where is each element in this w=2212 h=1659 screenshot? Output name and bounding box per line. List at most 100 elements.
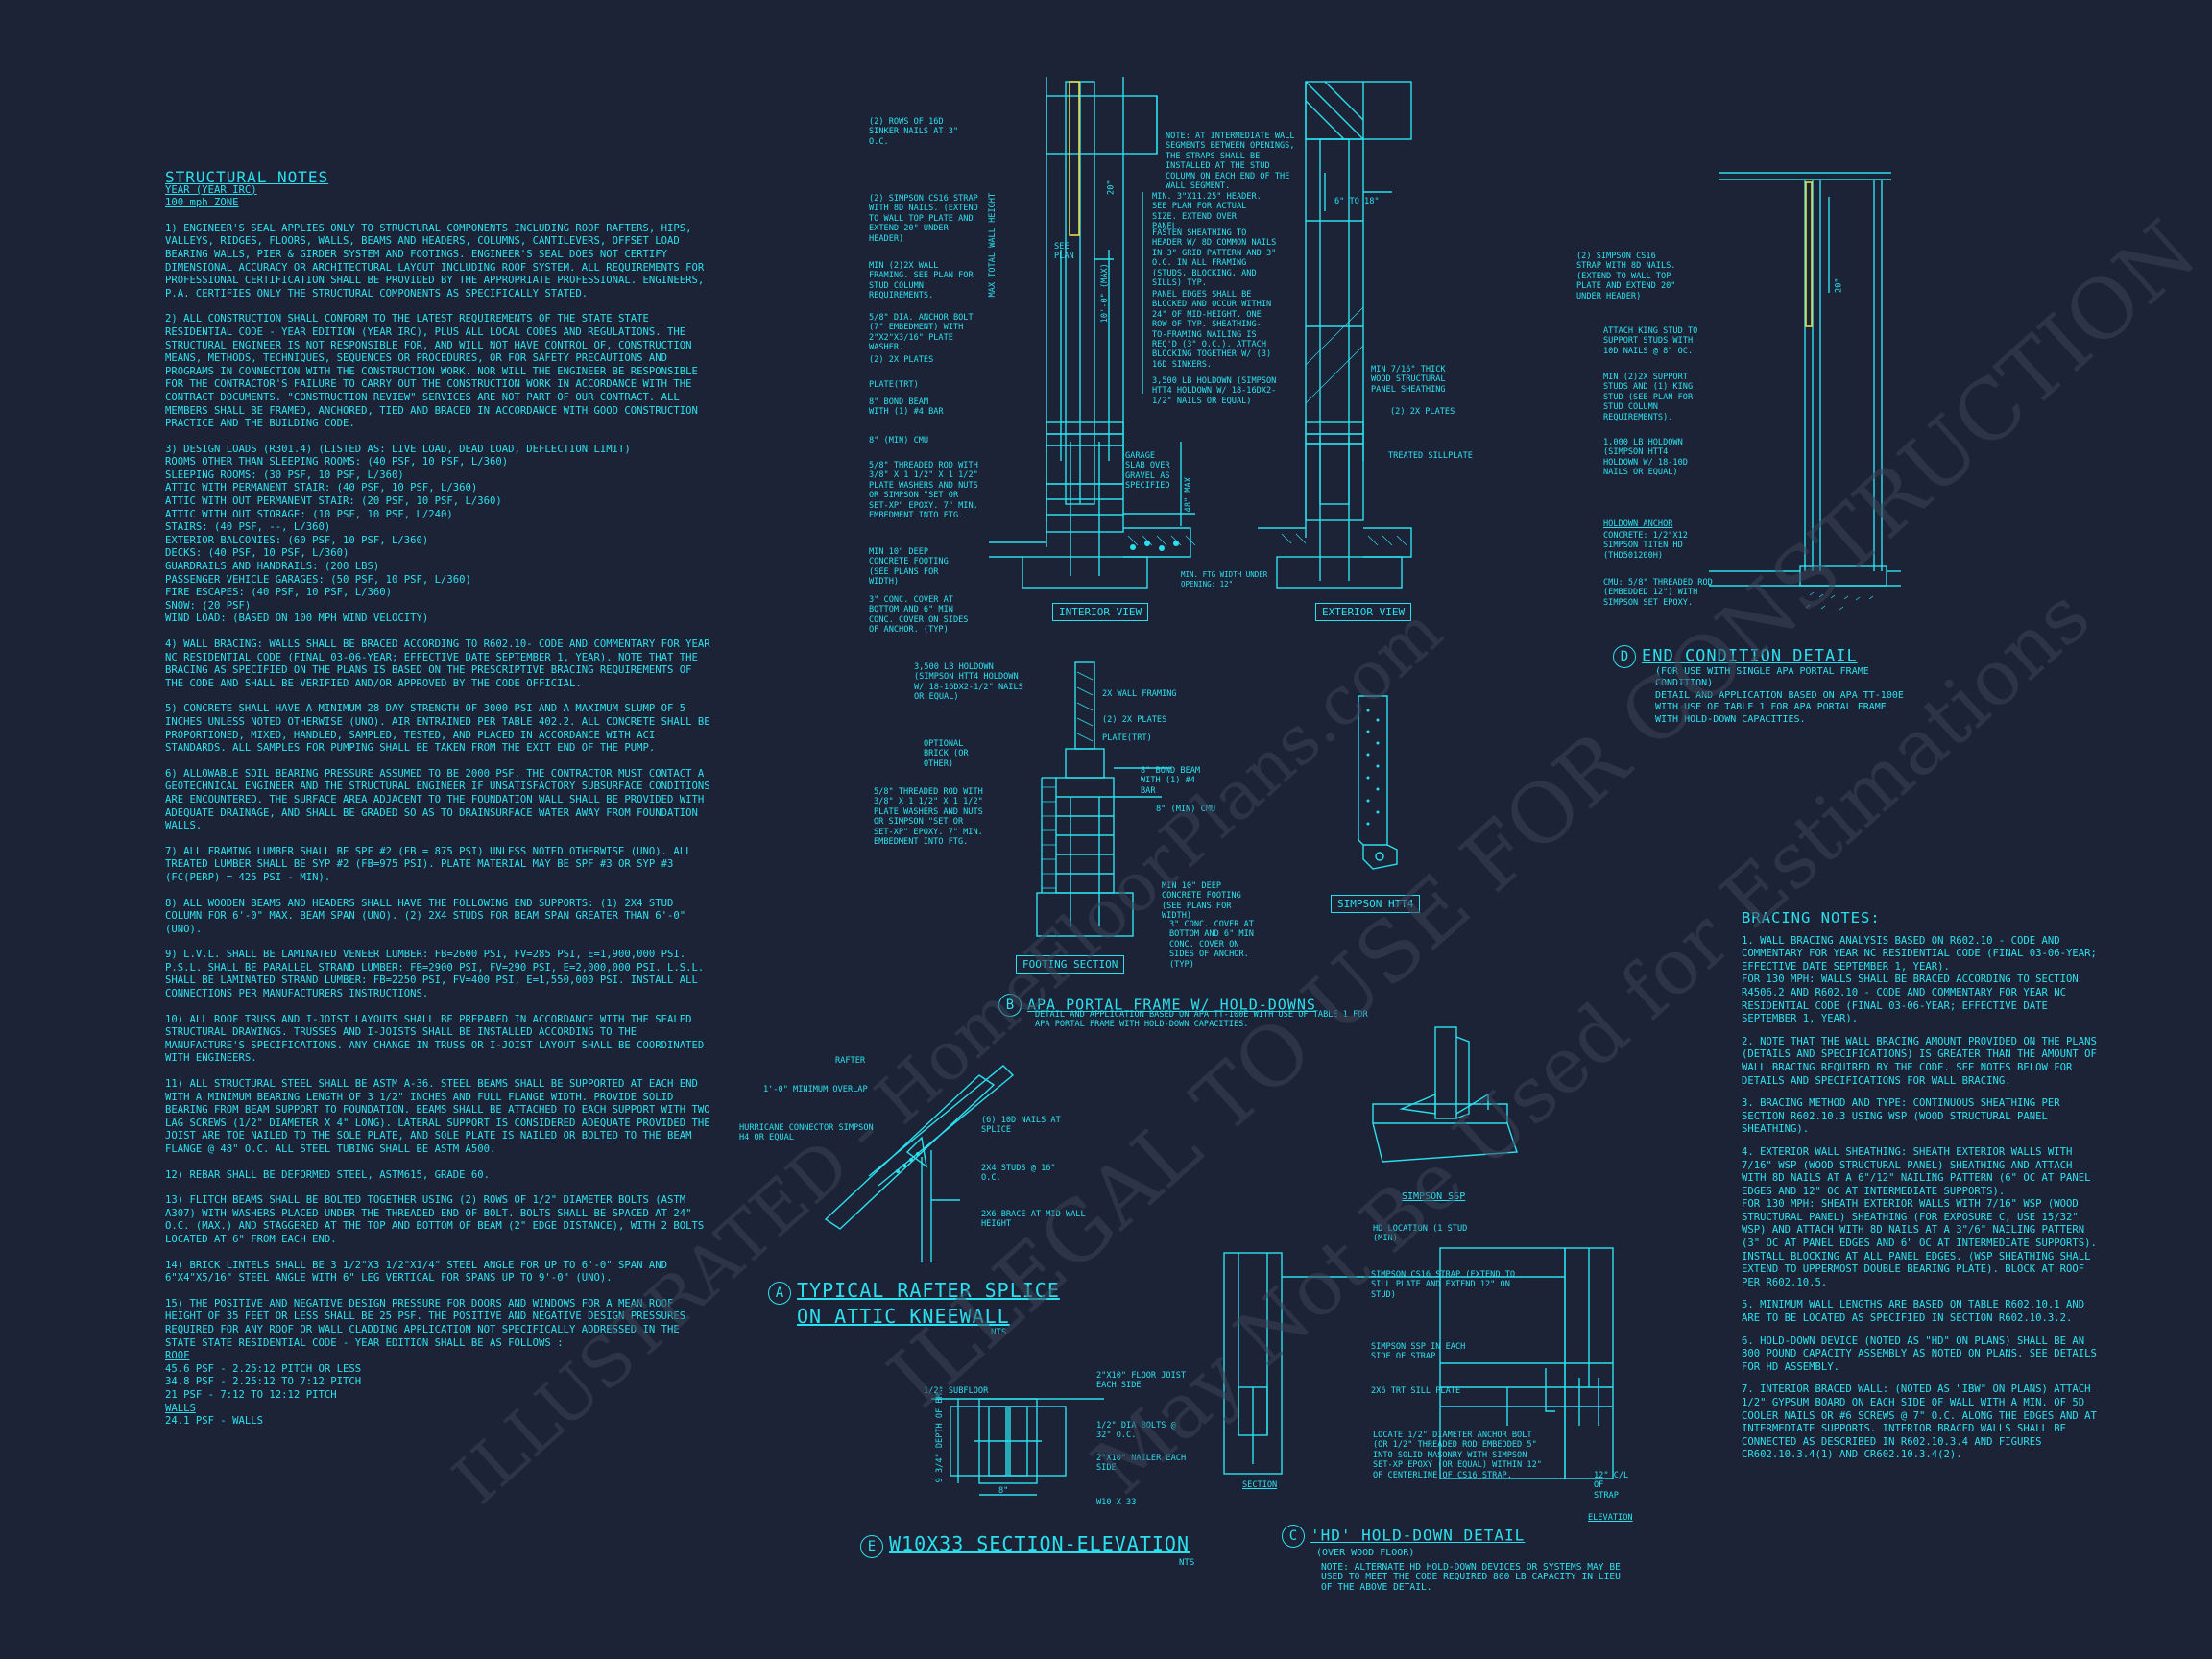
detail-a-studs: 2x4 STUDS @ 16" O.C. [981, 1164, 1056, 1184]
detail-a-marker: A [768, 1281, 791, 1305]
label-panel-edges: PANEL EDGES SHALL BE BLOCKED AND OCCUR W… [1152, 290, 1272, 370]
label-cs16-strap: (2) SIMPSON CS16 STRAP WITH 8d NAILS. (E… [869, 194, 978, 244]
detail-e-heading: W10x33 SECTION-ELEVATION [889, 1532, 1190, 1555]
detail-c-note: NOTE: ALTERNATE HD HOLD-DOWN DEVICES OR … [1321, 1562, 1621, 1593]
roof-pressure-line: 45.6 PSF - 2.25:12 PITCH OR LESS [165, 1362, 362, 1375]
roof-pressure-line: 34.8 PSF - 2.25:12 TO 7:12 PITCH [165, 1376, 362, 1388]
structural-note-paragraph: 14) BRICK LINTELS SHALL BE 3 1/2"x3 1/2"… [165, 1259, 667, 1285]
bracing-note-paragraph: 7. INTERIOR BRACED WALL: (NOTED AS "IBW"… [1742, 1383, 2097, 1461]
detail-e-beam: W10 x 33 [1096, 1498, 1137, 1507]
detail-d-heading: END CONDITION DETAIL [1642, 646, 1858, 666]
detail-a-heading-line2: ON ATTIC KNEEWALL [797, 1304, 1010, 1328]
structural-notes: STRUCTURAL NOTES YEAR (YEAR IRC) 100 mph… [165, 168, 712, 1429]
label-threaded-rod: 5/8" THREADED ROD WITH 3/8" x 1 1/2" x 1… [869, 461, 978, 521]
detail-a-nails: (6) 10d NAILS AT SPLICE [981, 1116, 1061, 1136]
structural-note-paragraph: 15) THE POSITIVE AND NEGATIVE DESIGN PRE… [165, 1297, 686, 1349]
detail-c-locate-anchor: LOCATE 1/2" DIAMETER ANCHOR BOLT (OR 1/2… [1373, 1431, 1542, 1480]
structural-note-paragraph: 6) ALLOWABLE SOIL BEARING PRESSURE ASSUM… [165, 767, 710, 832]
detail-d-king-stud: ATTACH KING STUD TO SUPPORT STUDS WITH 1… [1603, 326, 1698, 356]
bracing-notes-paragraphs: 1. WALL BRACING ANALYSIS BASED ON R602.1… [1742, 935, 2099, 1462]
structural-notes-title: STRUCTURAL NOTES [165, 168, 329, 186]
bracing-notes: BRACING NOTES: 1. WALL BRACING ANALYSIS … [1742, 909, 2099, 1462]
label-plates-right: (2) 2x PLATES [1390, 407, 1455, 417]
detail-c-elevation-label: ELEVATION [1588, 1513, 1633, 1523]
detail-d-subtitle: (FOR USE WITH SINGLE APA PORTAL FRAME CO… [1655, 666, 1904, 725]
label-wall-framing: MIN (2)2X WALL FRAMING. SEE PLAN FOR STU… [869, 261, 974, 301]
label-garage-slab: GARAGE SLAB OVER GRAVEL AS SPECIFIED [1125, 451, 1170, 492]
structural-notes-year: YEAR (YEAR IRC) [165, 183, 257, 196]
structural-note-paragraph: 1) ENGINEER'S SEAL APPLIES ONLY TO STRUC… [165, 222, 705, 300]
label-sinker-nails: (2) ROWS OF 16d SINKER NAILS AT 3" O.C. [869, 117, 959, 147]
detail-c-centerline: 12" C/L OF STRAP [1594, 1471, 1629, 1501]
structural-note-paragraph: 10) ALL ROOF TRUSS AND I-JOIST LAYOUTS S… [165, 1013, 705, 1065]
label-plate-trt: PLATE(TRT) [869, 380, 919, 390]
footing-label-cmu: 8" (MIN) CMU [1156, 805, 1216, 814]
bracing-note-paragraph: 6. HOLD-DOWN DEVICE (NOTED AS "HD" ON PL… [1742, 1334, 2097, 1373]
detail-c-strap: SIMPSON CS16 STRAP (EXTEND TO SILL PLATE… [1371, 1270, 1516, 1300]
structural-note-paragraph: 12) REBAR SHALL BE DEFORMED STEEL, ASTM6… [165, 1168, 491, 1181]
detail-e-scale: NTS [1179, 1557, 1195, 1568]
footing-label-rod: 5/8" THREADED ROD WITH 3/8" x 1 1/2" x 1… [874, 787, 983, 848]
detail-e-subfloor: 1/2" SUBFLOOR [924, 1386, 989, 1396]
simpson-htt4-drawing [1358, 695, 1398, 870]
label-dim-10ft: 10'-0" (MAX) [1099, 263, 1110, 324]
detail-a-hurricane: HURRICANE CONNECTOR SIMPSON H4 OR EQUAL [739, 1123, 874, 1143]
structural-note-paragraph: 9) L.V.L. SHALL BE LAMINATED VENEER LUMB… [165, 949, 705, 1000]
bracing-note-paragraph: 5. MINIMUM WALL LENGTHS ARE BASED ON TAB… [1742, 1299, 2085, 1325]
footing-label-bond: 8" BOND BEAM WITH (1) #4 BAR [1141, 766, 1201, 796]
detail-b-heading: APA PORTAL FRAME W/ HOLD-DOWNS [1027, 996, 1316, 1014]
label-anchor-bolt: 5/8" DIA. ANCHOR BOLT (7" EMBEDMENT) WIT… [869, 313, 974, 353]
label-sheathing: MIN 7/16" THICK WOOD STRUCTURAL PANEL SH… [1371, 365, 1446, 395]
detail-d-holdown: 1,000 LB HOLDOWN (SIMPSON HTT4 HOLDOWN W… [1603, 438, 1688, 478]
roof-label: ROOF [165, 1350, 190, 1362]
detail-e-nailer: 2"x10" NAILER EACH SIDE [1096, 1454, 1187, 1474]
detail-c-sill-plate: 2x6 TRT SILL PLATE [1371, 1386, 1461, 1396]
label-bond-beam: 8" BOND BEAM WITH (1) #4 BAR [869, 397, 944, 418]
interior-view-label: INTERIOR VIEW [1052, 603, 1149, 621]
simpson-htt4-label: SIMPSON HTT4 [1331, 895, 1421, 913]
w10x33-section-drawing [931, 1398, 1104, 1496]
bracing-note-paragraph: 4. EXTERIOR WALL SHEATHING: SHEATH EXTER… [1742, 1145, 2097, 1288]
bracing-note-paragraph: 2. NOTE THAT THE WALL BRACING AMOUNT PRO… [1742, 1035, 2097, 1087]
detail-e-bolts: 1/2" DIA BOLTS @ 32" O.C. [1096, 1421, 1176, 1441]
hold-down-section-drawing [1223, 1247, 1614, 1479]
footing-label-cover: 3" CONC. COVER AT BOTTOM AND 6" MIN CONC… [1169, 920, 1254, 970]
label-treated-sillplate: TREATED SILLPLATE [1388, 451, 1473, 461]
footing-label-plates: (2) 2x PLATES [1102, 715, 1167, 725]
structural-note-paragraph: 2) ALL CONSTRUCTION SHALL CONFORM TO THE… [165, 313, 698, 430]
footing-label-framing: 2X WALL FRAMING [1102, 689, 1177, 699]
detail-b-subtitle: DETAIL AND APPLICATION BASED ON APA TT-1… [1035, 1010, 1368, 1030]
structural-note-paragraph: 8) ALL WOODEN BEAMS AND HEADERS SHALL HA… [165, 897, 686, 935]
detail-d-cmu: CMU: 5/8" THREADED ROD (EMBEDDED 12") WI… [1603, 578, 1713, 608]
detail-d-cs16: (2) SIMPSON CS16 STRAP WITH 8d NAILS. (E… [1576, 252, 1676, 301]
label-concrete-footing: MIN 10" DEEP CONCRETE FOOTING (SEE PLANS… [869, 547, 949, 588]
label-ftg-width: MIN. FTG WIDTH UNDER OPENING: 12" [1181, 570, 1268, 589]
detail-c-hd-location: HD LOCATION (1 STUD (MIN) [1373, 1224, 1468, 1244]
bracing-notes-title: BRACING NOTES: [1742, 909, 1881, 926]
footing-label-brick: OPTIONAL BRICK (OR OTHER) [924, 739, 969, 769]
walls-pressure-line: 24.1 PSF - WALLS [165, 1415, 264, 1428]
detail-a-scale: NTS [991, 1327, 1007, 1337]
structural-note-paragraph: 11) ALL STRUCTURAL STEEL SHALL BE ASTM A… [165, 1078, 710, 1155]
label-cmu: 8" (MIN) CMU [869, 436, 929, 445]
detail-e-joist: 2"x10" FLOOR JOIST EACH SIDE [1096, 1371, 1187, 1391]
detail-d-dim-20: 20" [1834, 277, 1844, 293]
detail-c-section-label: SECTION [1242, 1480, 1278, 1490]
footing-label-holdown: 3,500 LB HOLDOWN (SIMPSON HTT4 HOLDOWN W… [914, 662, 1023, 703]
simpson-ssp-drawing [1372, 1026, 1518, 1163]
label-plates: (2) 2x PLATES [869, 355, 934, 365]
label-dim-6-18: 6" TO 18" [1334, 197, 1380, 206]
footing-label-footing: MIN 10" DEEP CONCRETE FOOTING (SEE PLANS… [1162, 881, 1241, 922]
end-condition-drawing [1709, 172, 1901, 611]
label-intermediate-note: NOTE: AT INTERMEDIATE WALL SEGMENTS BETW… [1166, 132, 1295, 192]
detail-e-marker: E [860, 1534, 883, 1558]
label-conc-cover: 3" CONC. COVER AT BOTTOM AND 6" MIN CONC… [869, 595, 969, 636]
structural-note-paragraph: 4) WALL BRACING: WALLS SHALL BE BRACED A… [165, 638, 710, 689]
detail-c-marker: C [1282, 1525, 1305, 1548]
structural-note-paragraph: 13) FLITCH BEAMS SHALL BE BOLTED TOGETHE… [165, 1194, 705, 1245]
footing-label-plate-trt: PLATE(TRT) [1102, 733, 1152, 743]
walls-label: WALLS [165, 1402, 196, 1414]
footing-section-label: FOOTING SECTION [1016, 955, 1125, 974]
